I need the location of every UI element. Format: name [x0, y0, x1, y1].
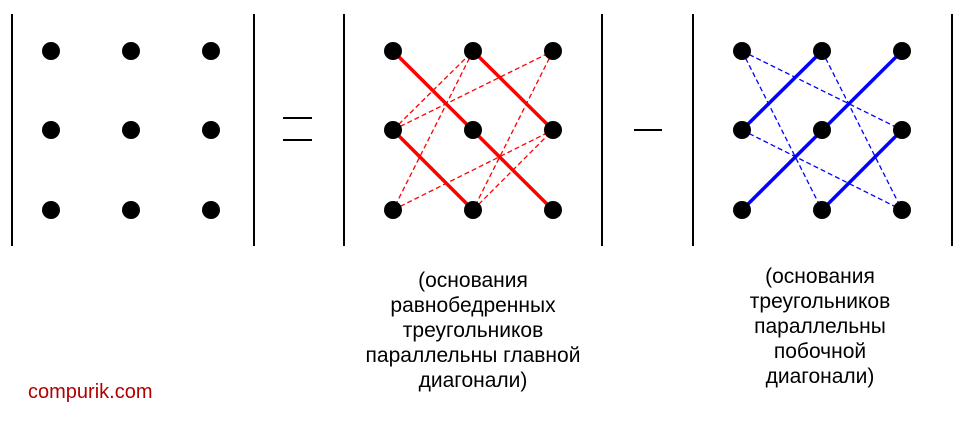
- matrix-dot: [384, 42, 402, 60]
- secondary-parallel-line-upper: [740, 49, 824, 132]
- equals-sign: [283, 117, 312, 141]
- matrix-dot: [544, 42, 562, 60]
- caption-line: равнобедренных: [390, 294, 556, 317]
- site-watermark: compurik.com: [28, 381, 153, 403]
- caption-line: параллельны: [754, 315, 886, 338]
- secondary-diagonal-triangles: [740, 49, 904, 212]
- secondary-parallel-line-lower: [820, 128, 904, 212]
- left-matrix-dots: [42, 42, 220, 219]
- determinant-bars: [11, 14, 953, 246]
- matrix-dot: [122, 42, 140, 60]
- caption-line: треугольников: [402, 319, 544, 342]
- matrix-dot: [813, 201, 831, 219]
- matrix-dot: [813, 121, 831, 139]
- caption-line: диагонали): [418, 369, 528, 392]
- matrix-dot: [42, 201, 60, 219]
- caption-line: (основания: [765, 265, 875, 288]
- matrix-dot: [733, 201, 751, 219]
- matrix-dot: [893, 42, 911, 60]
- matrix-dot: [893, 201, 911, 219]
- main-matrix-dots: [384, 42, 562, 219]
- main-diagonal-caption: (основания равнобедренных треугольников …: [323, 268, 623, 393]
- matrix-dot: [384, 201, 402, 219]
- matrix-dot: [42, 121, 60, 139]
- matrix-dot: [42, 42, 60, 60]
- matrix-dot: [464, 121, 482, 139]
- matrix-dot: [893, 121, 911, 139]
- matrix-dot: [733, 121, 751, 139]
- caption-line: треугольников: [749, 290, 891, 313]
- matrix-dot: [464, 42, 482, 60]
- matrix-dot: [544, 201, 562, 219]
- main-parallel-line-lower: [391, 128, 475, 212]
- matrix-dot: [813, 42, 831, 60]
- caption-line: параллельны главной: [365, 344, 581, 367]
- caption-line: диагонали): [765, 365, 875, 388]
- matrix-dot: [122, 121, 140, 139]
- main-parallel-line-upper: [471, 49, 555, 132]
- matrix-dot: [202, 121, 220, 139]
- matrix-dot: [384, 121, 402, 139]
- secondary-diagonal-caption: (основания треугольников параллельны поб…: [670, 264, 964, 389]
- matrix-dot: [464, 201, 482, 219]
- matrix-dot: [544, 121, 562, 139]
- secondary-matrix-dots: [733, 42, 911, 219]
- matrix-dot: [733, 42, 751, 60]
- caption-line: (основания: [418, 269, 528, 292]
- caption-line: побочной: [773, 340, 867, 363]
- matrix-dot: [202, 201, 220, 219]
- matrix-dot: [122, 201, 140, 219]
- matrix-dot: [202, 42, 220, 60]
